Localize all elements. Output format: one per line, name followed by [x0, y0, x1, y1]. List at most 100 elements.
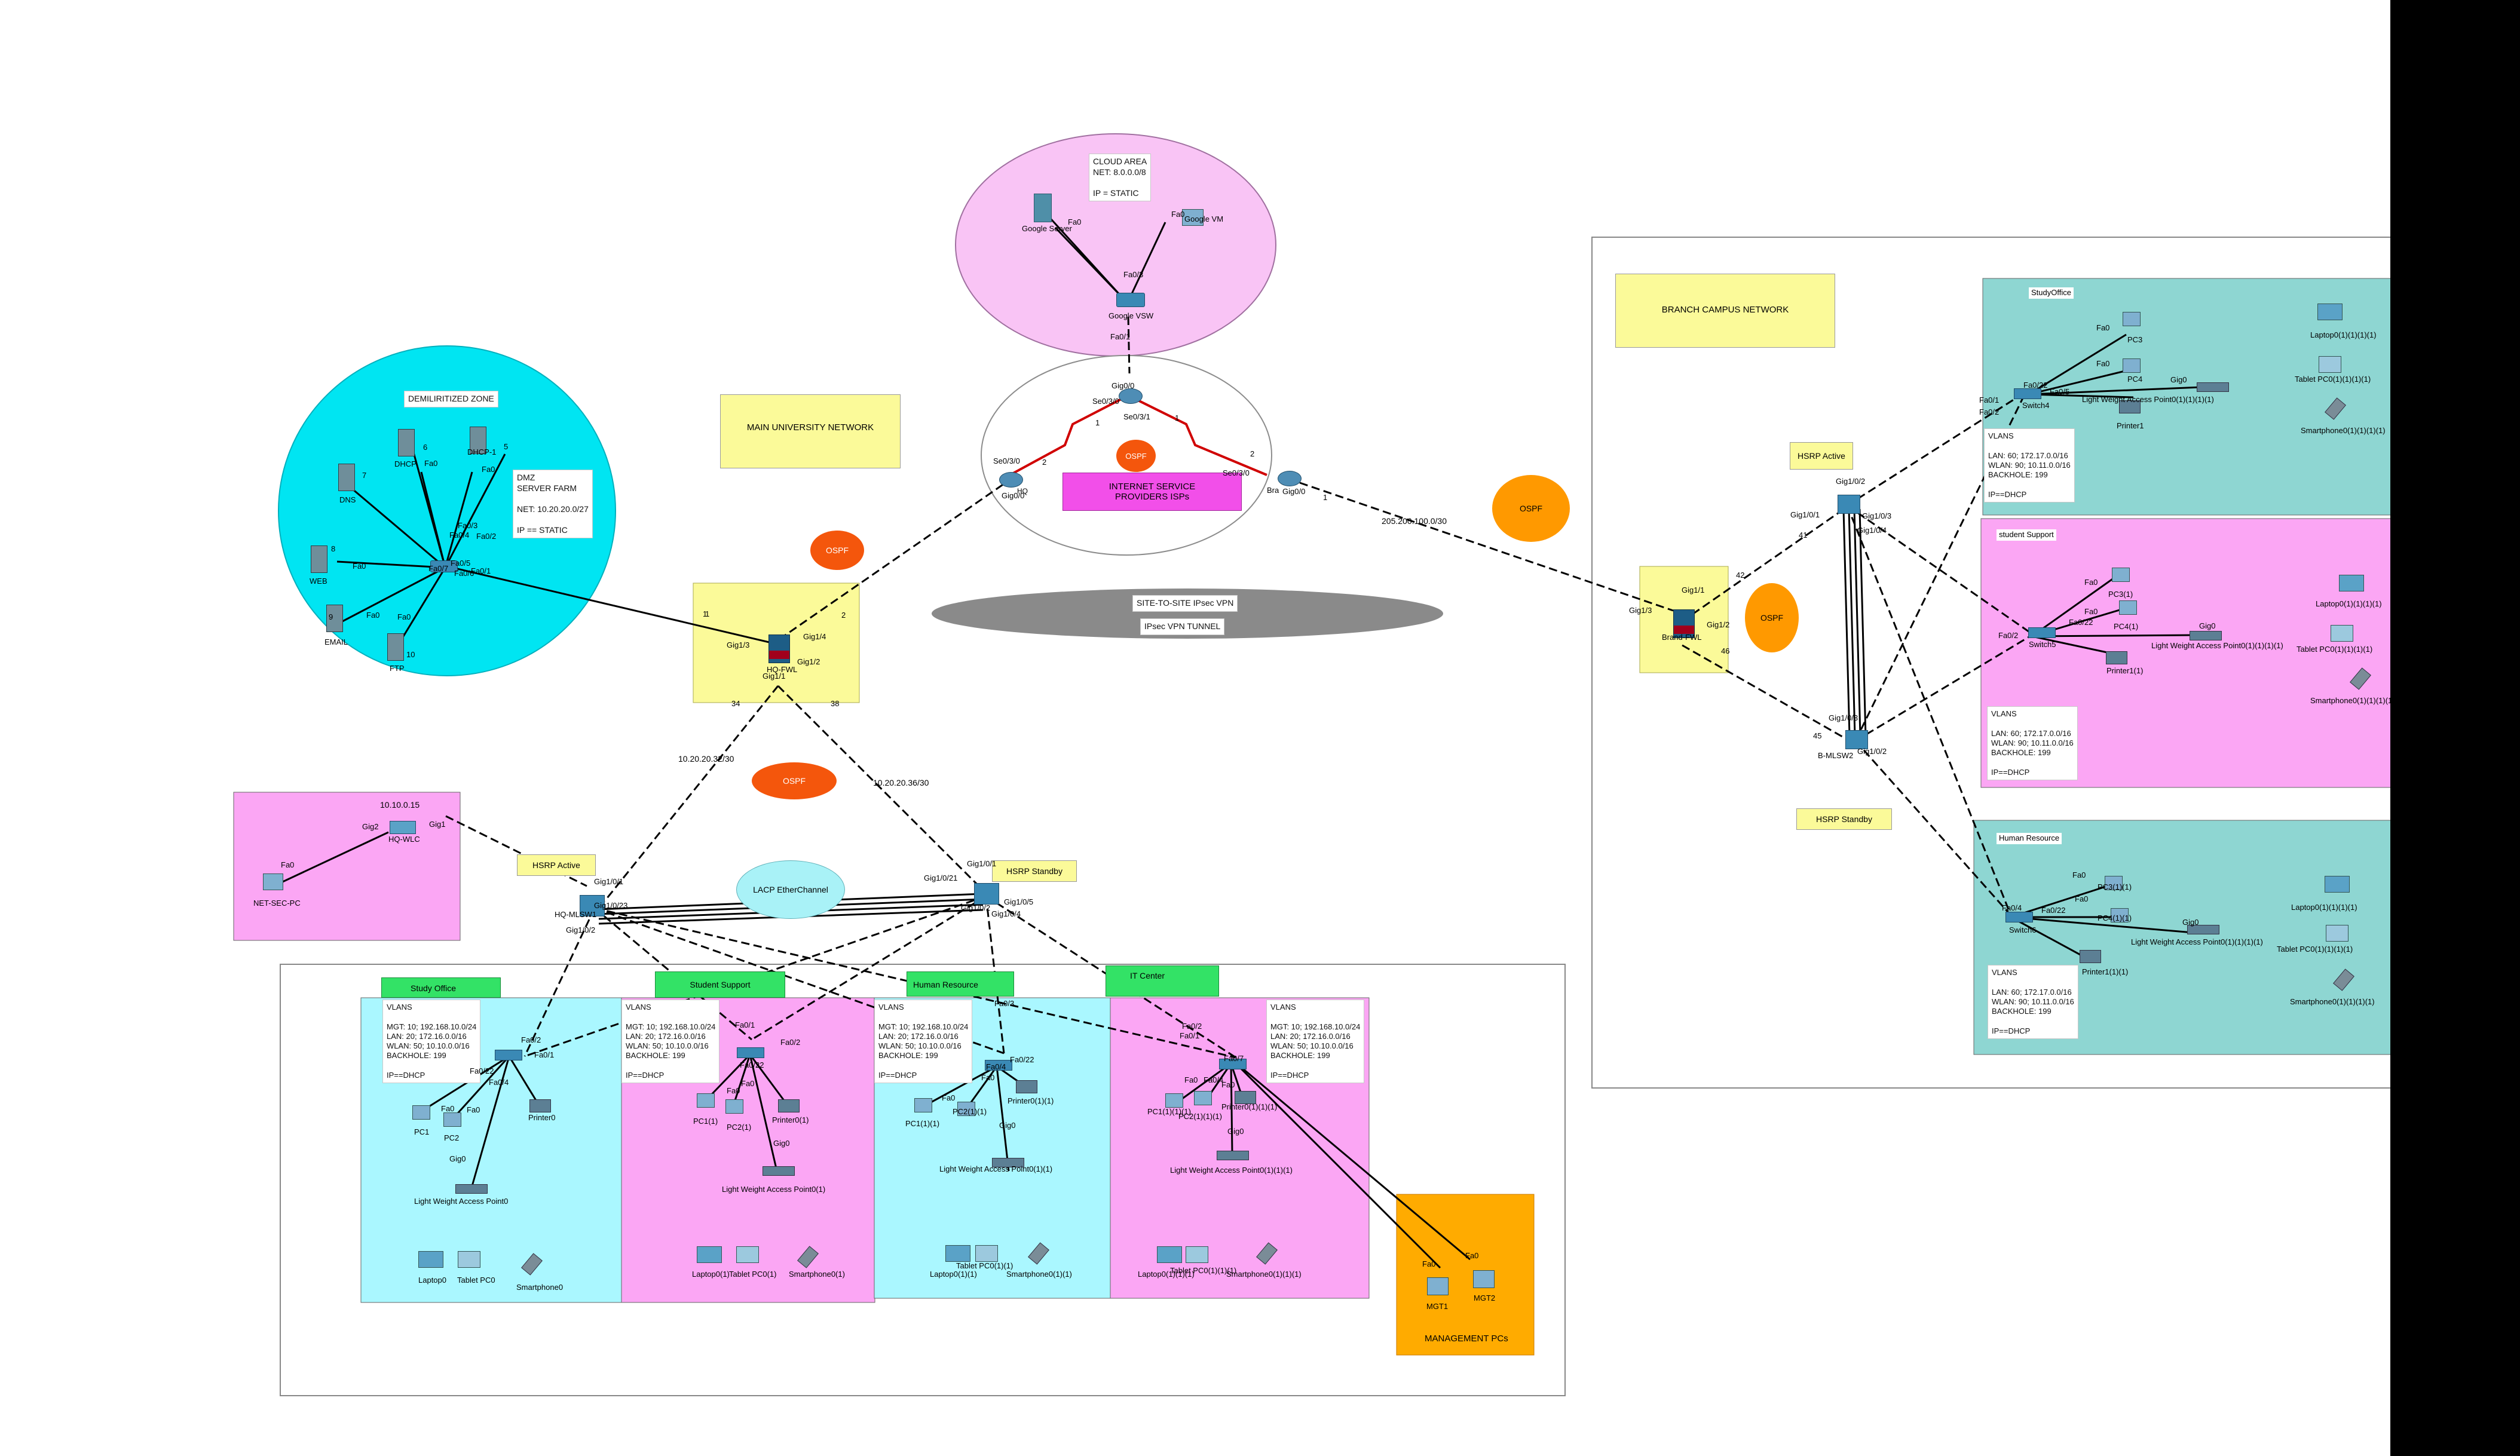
- hq-firewall[interactable]: [768, 634, 790, 663]
- laptop-br1[interactable]: [2317, 304, 2343, 320]
- port-label: 1: [1175, 413, 1180, 422]
- web-server[interactable]: [311, 545, 327, 573]
- port-label: Fa0/22: [2041, 906, 2066, 915]
- switch5[interactable]: [2028, 627, 2056, 638]
- dhcp-server[interactable]: [398, 429, 415, 456]
- google-server-label: Google Server: [1022, 224, 1072, 233]
- pc1-111[interactable]: [1165, 1093, 1183, 1108]
- port-label: Fa0: [397, 612, 411, 621]
- pc3-1[interactable]: [2112, 568, 2130, 582]
- pc3[interactable]: [2123, 312, 2141, 326]
- isp-router[interactable]: [1119, 388, 1143, 404]
- it-switch[interactable]: [1219, 1059, 1247, 1069]
- tablet0-1[interactable]: [736, 1246, 759, 1263]
- ospf-badge-1: OSPF: [810, 531, 864, 570]
- printer0[interactable]: [529, 1099, 551, 1112]
- dns-server[interactable]: [338, 464, 355, 491]
- printer0-1[interactable]: [778, 1099, 800, 1112]
- laptop0-1[interactable]: [697, 1246, 722, 1263]
- port-label: Gig1/0/1: [967, 859, 997, 868]
- study-switch[interactable]: [495, 1050, 522, 1060]
- pc2-1[interactable]: [725, 1099, 743, 1114]
- ap-br1[interactable]: [2197, 382, 2229, 392]
- pc4[interactable]: [2123, 358, 2141, 373]
- dmz-switch[interactable]: [430, 560, 458, 572]
- hq-mlsw2[interactable]: [974, 883, 999, 905]
- port-label: Gig1/3: [727, 640, 750, 649]
- tablet0-11[interactable]: [975, 1245, 998, 1262]
- mgt1[interactable]: [1427, 1277, 1449, 1295]
- pc1-label: PC1: [414, 1127, 430, 1136]
- pc1[interactable]: [412, 1105, 430, 1120]
- hq-router[interactable]: [999, 472, 1023, 488]
- printer1-11[interactable]: [2080, 950, 2101, 963]
- ap0[interactable]: [455, 1184, 488, 1194]
- port-label: 1: [1095, 418, 1100, 427]
- printer0-111[interactable]: [1235, 1091, 1256, 1104]
- pc3-11[interactable]: [2105, 876, 2123, 890]
- port-label: Fa0/5: [2050, 387, 2070, 396]
- tablet0-111[interactable]: [1186, 1246, 1208, 1263]
- ap0-111[interactable]: [1217, 1151, 1249, 1160]
- laptop0-111[interactable]: [1157, 1246, 1182, 1263]
- email-server[interactable]: [326, 605, 343, 632]
- ap0-11[interactable]: [992, 1158, 1024, 1167]
- google-vm[interactable]: [1182, 209, 1204, 226]
- port-label: Gig0: [2182, 918, 2199, 927]
- ap0-1[interactable]: [763, 1166, 795, 1176]
- laptop-br2[interactable]: [2339, 575, 2364, 591]
- b-mlsw1[interactable]: [1838, 495, 1860, 514]
- port-label: Gig1/0/2: [1857, 747, 1887, 756]
- pc2-111[interactable]: [1194, 1091, 1212, 1105]
- printer1[interactable]: [2119, 400, 2141, 413]
- pc2[interactable]: [443, 1112, 461, 1127]
- pc2-label: PC2: [444, 1133, 460, 1142]
- hr-switch[interactable]: [985, 1060, 1012, 1071]
- ap-br2[interactable]: [2190, 631, 2222, 640]
- tablet0[interactable]: [458, 1251, 480, 1268]
- port-label: Gig1/0/23: [594, 901, 628, 910]
- net-sec-pc[interactable]: [263, 873, 283, 890]
- laptop0[interactable]: [418, 1251, 443, 1268]
- printer1-1[interactable]: [2106, 651, 2127, 664]
- laptop-br3[interactable]: [2325, 876, 2350, 893]
- pc1-1[interactable]: [697, 1093, 715, 1108]
- google-vsw-icon[interactable]: [1116, 293, 1145, 307]
- dhcp1-server[interactable]: [470, 427, 486, 454]
- student-switch[interactable]: [737, 1047, 764, 1058]
- google-server[interactable]: [1034, 194, 1052, 222]
- port-label: Fa0/2: [521, 1035, 541, 1044]
- tablet0-111-label: Tablet PC0(1)(1)(1): [1170, 1266, 1237, 1275]
- laptop0-11[interactable]: [945, 1245, 970, 1262]
- vlans-it: VLANS MGT: 10; 192.168.10.0/24 LAN: 20; …: [1266, 1000, 1365, 1083]
- lacp-text: LACP EtherChannel: [753, 885, 828, 894]
- port-label: Fa0/2: [476, 532, 497, 541]
- mgt2[interactable]: [1473, 1270, 1495, 1288]
- tablet-br3[interactable]: [2326, 925, 2348, 942]
- port-label: Fa0/22: [2023, 381, 2048, 390]
- b-mlsw2[interactable]: [1845, 730, 1868, 749]
- switch6[interactable]: [2005, 912, 2033, 922]
- vlans-student: VLANS MGT: 10; 192.168.10.0/24 LAN: 20; …: [621, 1000, 720, 1083]
- tablet-br1-label: Tablet PC0(1)(1)(1)(1): [2295, 375, 2371, 384]
- hq-mlsw1[interactable]: [580, 895, 605, 916]
- port-label: Gig1/0/4: [991, 909, 1021, 918]
- switch6-label: Switch6: [2009, 925, 2037, 934]
- pc4-1[interactable]: [2119, 600, 2137, 615]
- port-label: Fa0/4: [986, 1062, 1006, 1071]
- pc2-11[interactable]: [957, 1102, 975, 1116]
- brand-firewall[interactable]: [1673, 609, 1695, 638]
- port-label: Fa0/1: [1979, 396, 2000, 404]
- pc1-11[interactable]: [914, 1098, 932, 1112]
- br-router[interactable]: [1278, 471, 1302, 486]
- dns-label: DNS: [339, 495, 356, 504]
- tablet-br1[interactable]: [2319, 356, 2341, 373]
- printer0-11[interactable]: [1016, 1080, 1037, 1093]
- tablet-br2[interactable]: [2331, 625, 2353, 642]
- hq-wlc[interactable]: [390, 821, 416, 834]
- ap-br3[interactable]: [2187, 925, 2219, 934]
- ftp-server[interactable]: [387, 633, 404, 661]
- pc4-11[interactable]: [2111, 908, 2129, 922]
- port-label: 46: [1721, 646, 1730, 655]
- switch4[interactable]: [2014, 388, 2041, 399]
